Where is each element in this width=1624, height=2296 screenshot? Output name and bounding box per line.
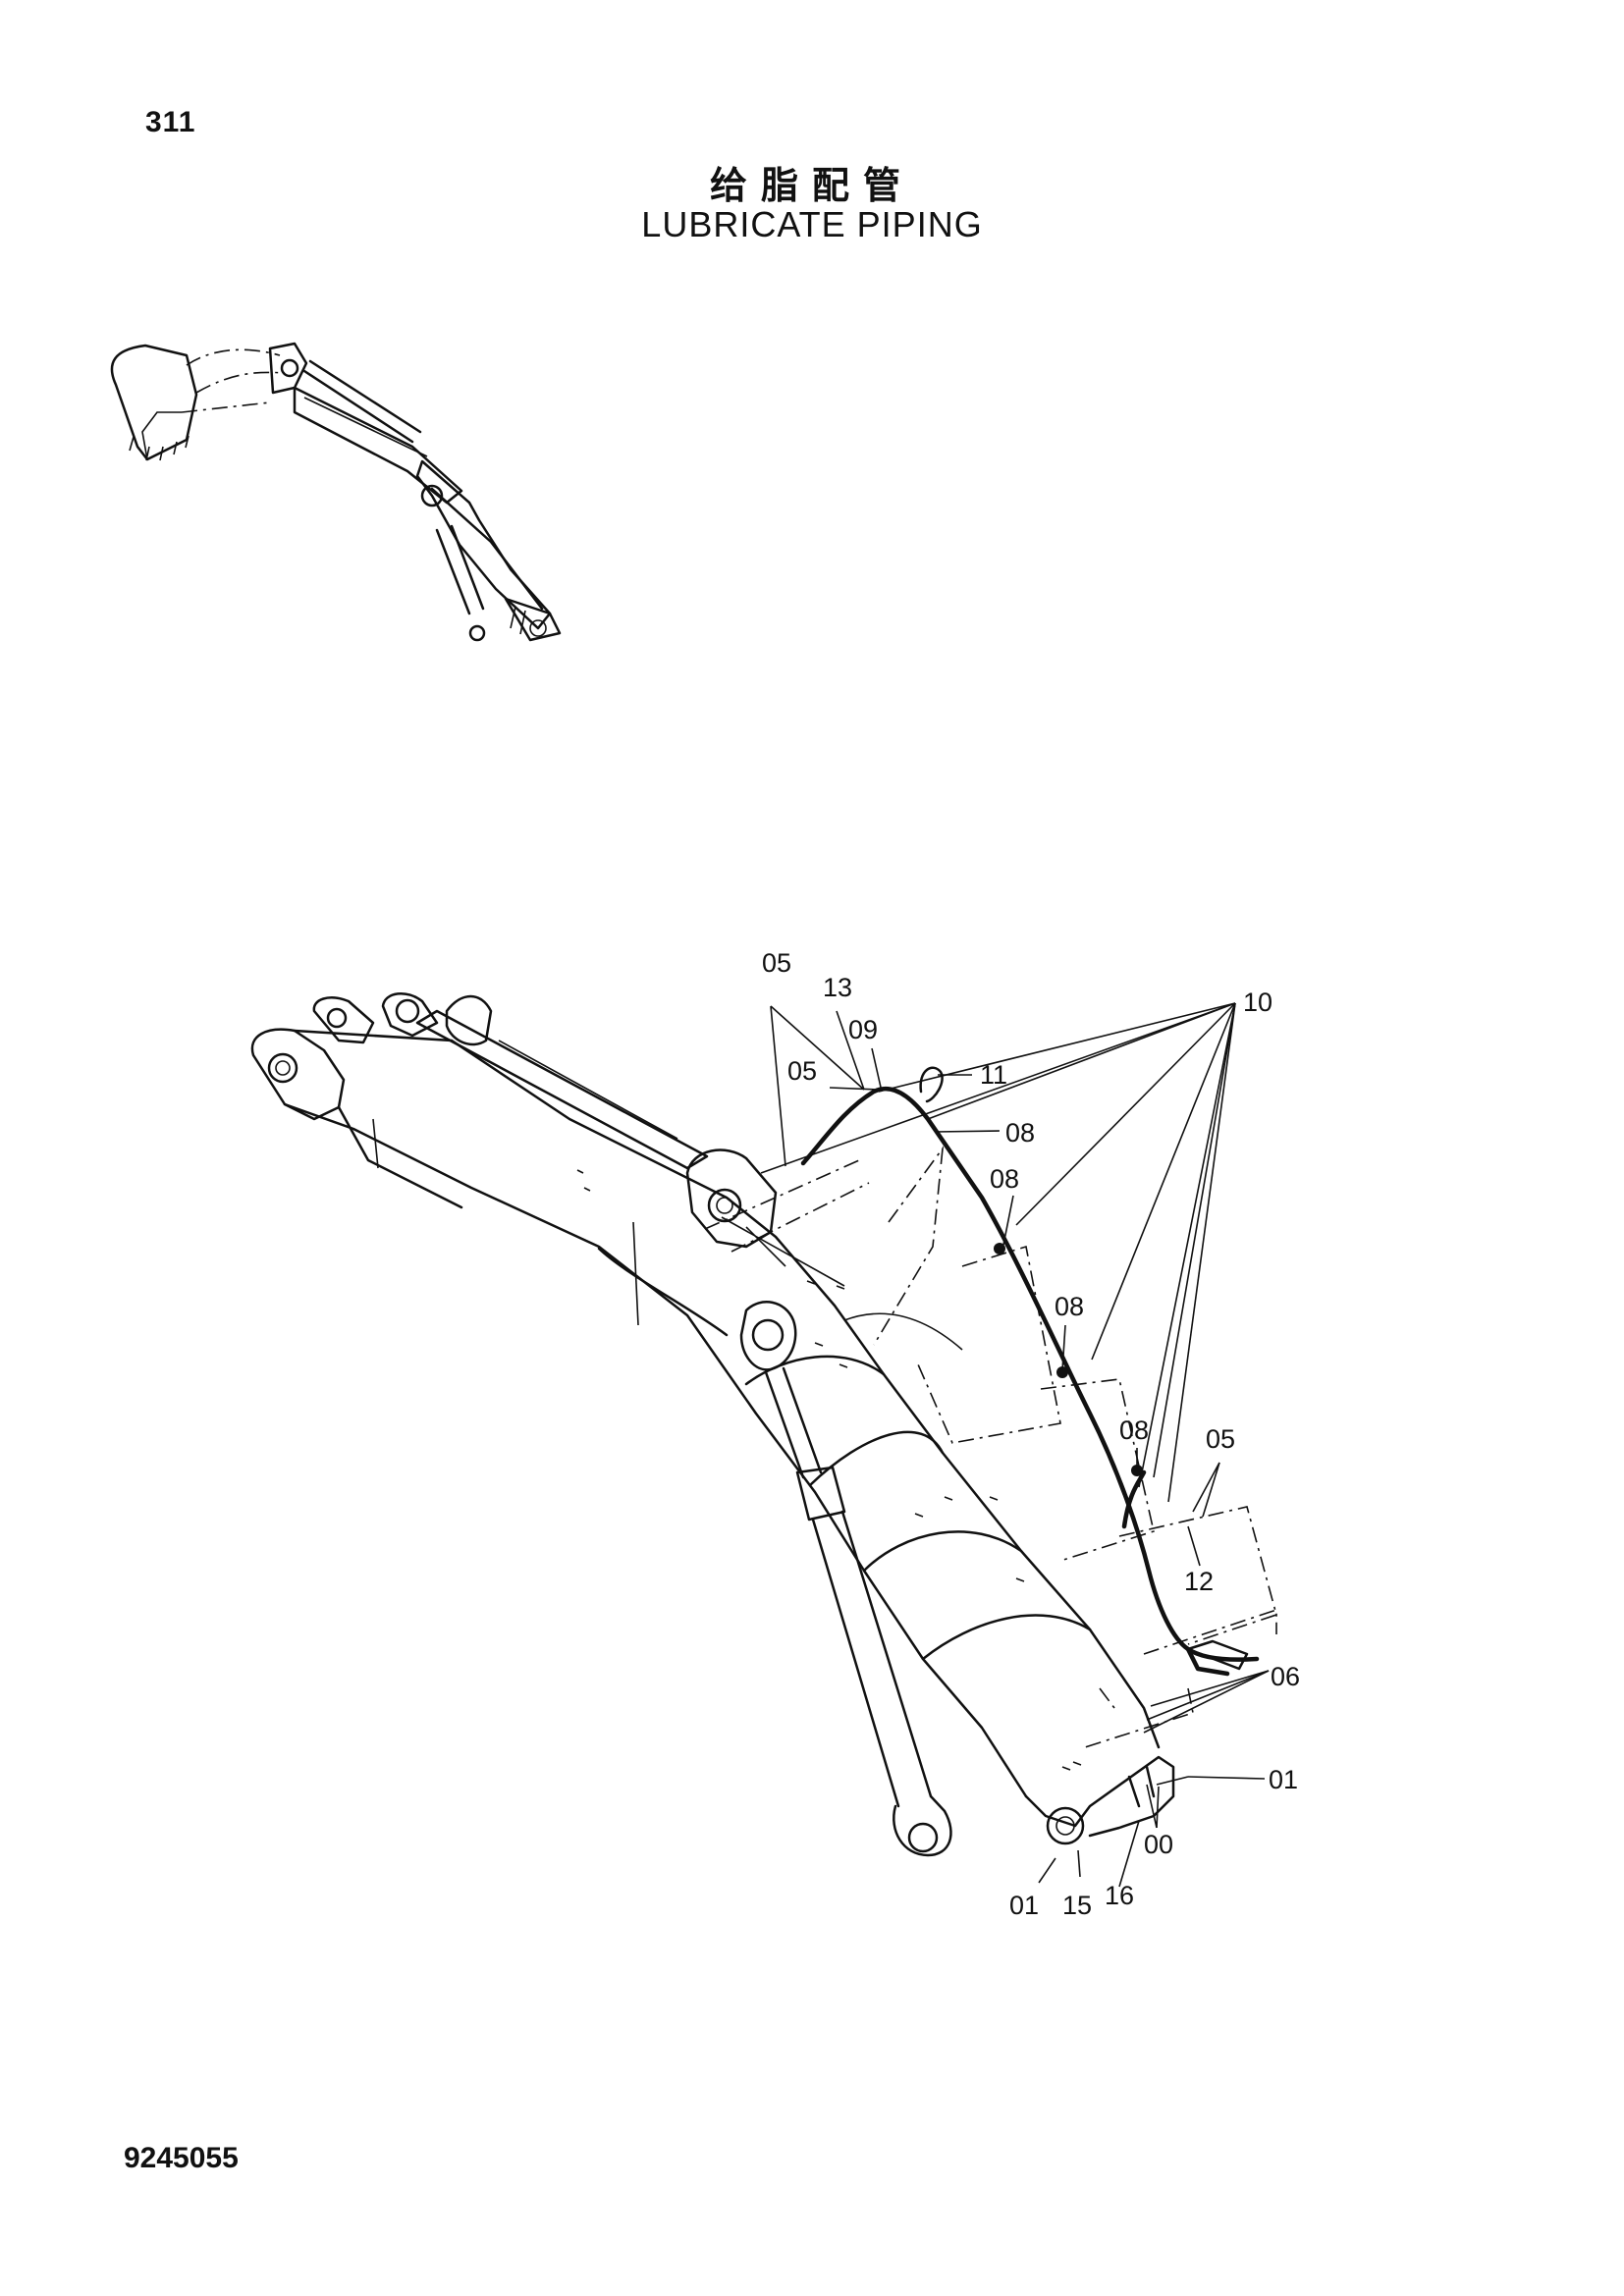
leader-lines bbox=[760, 1002, 1270, 1888]
callout-08-third: 08 bbox=[1055, 1292, 1084, 1321]
callout-08-lower: 08 bbox=[1119, 1415, 1149, 1445]
title-english: LUBRICATE PIPING bbox=[641, 204, 983, 244]
callout-00: 00 bbox=[1144, 1830, 1173, 1859]
callout-05-top: 05 bbox=[762, 948, 791, 978]
title-chinese: 给脂配管 bbox=[709, 164, 914, 207]
callout-13: 13 bbox=[823, 973, 852, 1002]
callout-08-second: 08 bbox=[990, 1164, 1019, 1194]
callout-05-lower: 05 bbox=[1206, 1424, 1235, 1454]
callout-15: 15 bbox=[1062, 1891, 1092, 1920]
callout-11: 11 bbox=[980, 1060, 1007, 1090]
callout-12: 12 bbox=[1184, 1567, 1214, 1596]
callout-08-upper: 08 bbox=[1005, 1118, 1035, 1148]
boom-main-drawing bbox=[250, 992, 1175, 1857]
callout-10: 10 bbox=[1243, 988, 1272, 1017]
callout-09: 09 bbox=[848, 1015, 878, 1044]
document-code: 9245055 bbox=[124, 2142, 239, 2174]
callout-01-bottom: 01 bbox=[1009, 1891, 1039, 1920]
callout-06: 06 bbox=[1271, 1662, 1300, 1691]
page-number: 311 bbox=[145, 106, 196, 138]
locator-sketch bbox=[110, 342, 562, 642]
callout-16: 16 bbox=[1105, 1881, 1134, 1910]
callout-05-mid: 05 bbox=[787, 1056, 817, 1086]
callout-labels: 05 13 09 10 05 11 08 08 08 08 05 12 06 0… bbox=[762, 948, 1300, 1920]
callout-01-right: 01 bbox=[1269, 1765, 1298, 1794]
